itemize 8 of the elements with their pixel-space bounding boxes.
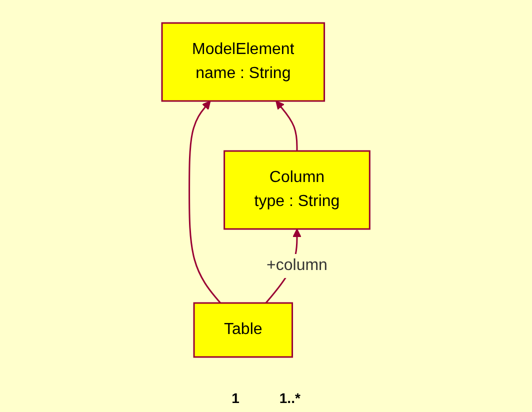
multiplicity-label: 1..*	[279, 390, 300, 406]
arrow	[188, 100, 222, 304]
node-box: ModelElement name : String	[161, 22, 326, 102]
arrow	[276, 100, 298, 151]
edge-label: +column	[266, 257, 328, 274]
node-box: Column type : String	[224, 150, 371, 230]
multiplicity-label: 1	[232, 390, 240, 406]
node-box: Table	[193, 302, 294, 358]
